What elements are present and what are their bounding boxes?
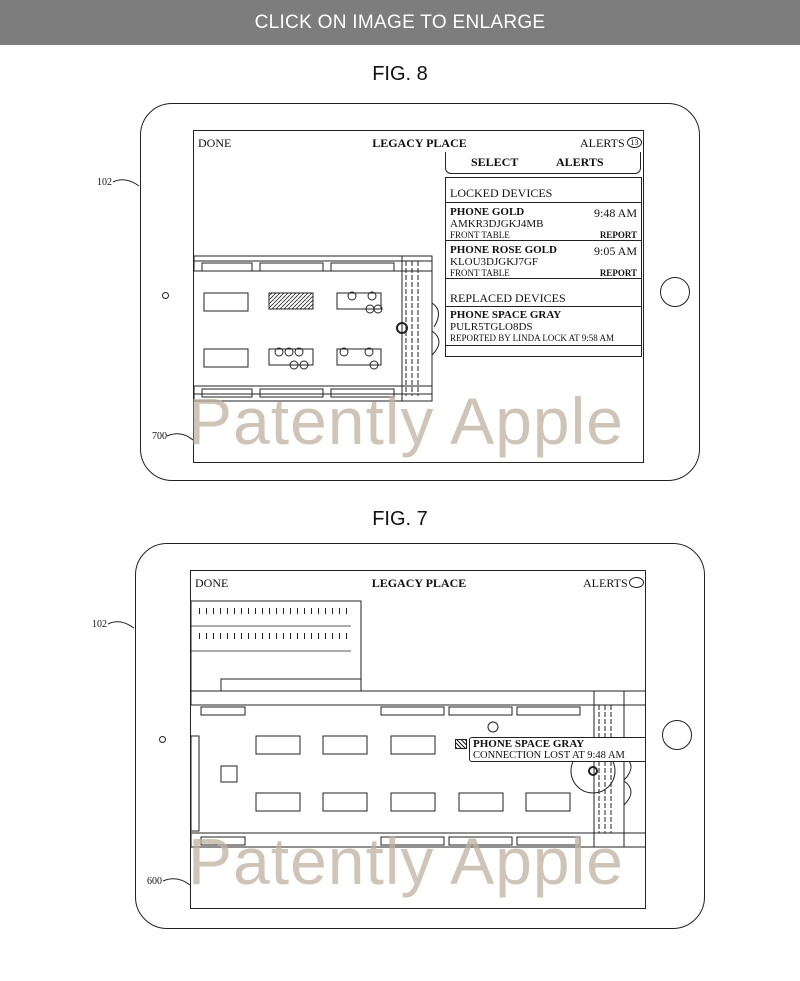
alerts-button[interactable]: ALERTS [583, 576, 628, 590]
enlarge-banner[interactable]: CLICK ON IMAGE TO ENLARGE [0, 0, 800, 45]
tab-select[interactable]: SELECT [471, 155, 519, 169]
alert-time: 9:48 AM [593, 206, 637, 220]
floor-plan [194, 255, 440, 402]
alert-item[interactable]: PHONE GOLD 9:48 AM AMKR3DJGKJ4MB FRONT T… [446, 203, 641, 241]
fig7-title: FIG. 7 [372, 508, 428, 530]
device-serial: PULR5TGLO8DS [450, 321, 533, 333]
location-title: LEGACY PLACE [372, 136, 467, 150]
device-location: FRONT TABLE [450, 230, 510, 240]
home-button[interactable] [662, 720, 692, 750]
watermark: Patently Apple [188, 384, 624, 458]
locked-devices-heading: LOCKED DEVICES [450, 186, 553, 200]
report-button[interactable]: REPORT [599, 230, 637, 240]
alert-item[interactable]: PHONE ROSE GOLD 9:05 AM KLOU3DJGKJ7GF FR… [446, 241, 641, 279]
floor-plan [191, 600, 645, 848]
tab-alerts[interactable]: ALERTS [556, 155, 604, 169]
tablet-fig7 [135, 543, 705, 929]
camera-icon [162, 292, 169, 299]
ref-700: 700 [152, 431, 167, 442]
device-status: CONNECTION LOST AT 9:48 AM [473, 750, 625, 761]
device-location: FRONT TABLE [450, 268, 510, 278]
device-name: PHONE GOLD [450, 206, 525, 218]
fig8-title: FIG. 8 [372, 63, 428, 85]
globe-icon [629, 577, 644, 588]
done-button[interactable]: DONE [198, 136, 232, 150]
done-button[interactable]: DONE [195, 576, 229, 590]
device-serial: KLOU3DJGKJ7GF [450, 256, 539, 268]
banner-text: CLICK ON IMAGE TO ENLARGE [254, 11, 546, 33]
ref-600: 600 [147, 876, 162, 887]
device-serial: AMKR3DJGKJ4MB [450, 218, 544, 230]
device-name: PHONE SPACE GRAY [450, 309, 562, 321]
screen-fig8: DONE LEGACY PLACE ALERTS 13 SELECT ALERT… [193, 130, 644, 463]
replaced-item[interactable]: PHONE SPACE GRAY PULR5TGLO8DS REPORTED B… [446, 306, 641, 346]
device-callout[interactable]: PHONE SPACE GRAY CONNECTION LOST AT 9:48… [469, 737, 645, 762]
device-name: PHONE SPACE GRAY [473, 738, 585, 750]
watermark: Patently Apple [188, 824, 624, 898]
tablet-fig8 [140, 103, 700, 481]
popover-tabs: SELECT ALERTS [445, 152, 641, 174]
home-button[interactable] [660, 277, 690, 307]
location-title: LEGACY PLACE [371, 576, 467, 590]
camera-icon [159, 736, 166, 743]
device-hatch-icon [455, 739, 467, 749]
ref-102: 102 [97, 177, 112, 188]
alerts-count-badge: 13 [627, 137, 642, 148]
screen-fig7: DONE LEGACY PLACE ALERTS PHONE SPACE GRA… [190, 570, 646, 909]
replaced-devices-heading: REPLACED DEVICES [450, 291, 566, 305]
alert-time: 9:05 AM [593, 244, 637, 258]
ref-102: 102 [92, 619, 107, 630]
device-name: PHONE ROSE GOLD [450, 244, 557, 256]
report-button[interactable]: REPORT [599, 268, 637, 278]
replaced-note: REPORTED BY LINDA LOCK AT 9:58 AM [450, 333, 614, 343]
alerts-button[interactable]: ALERTS [580, 136, 625, 150]
alerts-list: LOCKED DEVICES PHONE GOLD 9:48 AM AMKR3D… [445, 177, 642, 357]
